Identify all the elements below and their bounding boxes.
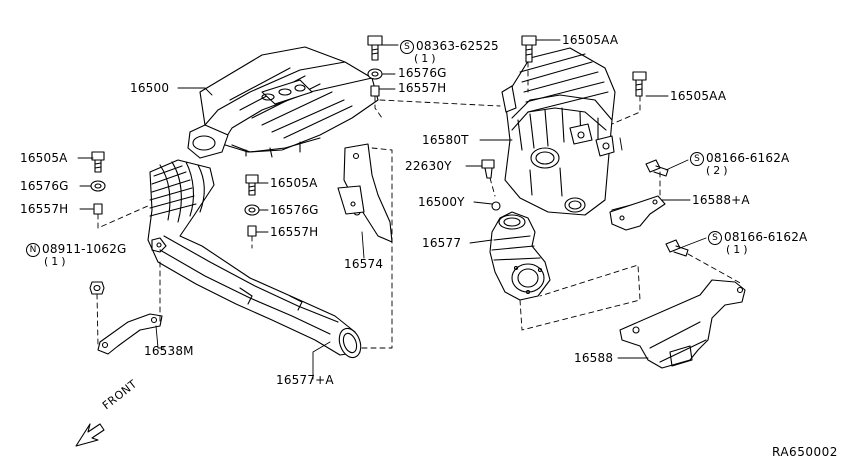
label-16505a-mid: 16505A: [270, 176, 318, 190]
s-symbol-icon: S: [708, 231, 722, 245]
label-08363-text: 08363-62525: [416, 39, 499, 53]
label-16588: 16588: [574, 351, 614, 365]
air-duct-drawing: [147, 159, 362, 359]
label-16557h-top: 16557H: [398, 81, 447, 95]
label-16557h-left: 16557H: [20, 202, 69, 216]
n-symbol-icon: N: [26, 243, 40, 257]
label-16505aa-right: 16505AA: [670, 89, 727, 103]
label-16576g-left: 16576G: [20, 179, 69, 193]
label-16500y: 16500Y: [418, 195, 465, 209]
label-16574: 16574: [344, 257, 384, 271]
label-22630y: 22630Y: [405, 159, 452, 173]
bracket-16588a-drawing: [609, 195, 666, 231]
hose-16577-drawing: [489, 211, 551, 301]
air-cleaner-cover-drawing: [187, 46, 379, 159]
label-16505aa-top: 16505AA: [562, 33, 619, 47]
bracket-16538m-drawing: [97, 313, 163, 355]
label-16538m: 16538M: [144, 344, 194, 358]
diagram-code: RA650002: [772, 445, 838, 459]
label-16580t: 16580T: [422, 133, 469, 147]
label-08911-qty: (1): [44, 255, 69, 268]
leader-lines: [77, 39, 707, 380]
air-cleaner-case-drawing: [501, 47, 641, 227]
fasteners-drawing: [89, 35, 689, 295]
label-16577a: 16577+A: [276, 373, 334, 387]
label-16500: 16500: [130, 81, 170, 95]
bracket-16588-drawing: [619, 279, 746, 369]
label-08166-b-qty: (1): [726, 243, 751, 256]
front-arrow-icon: [75, 423, 105, 447]
assembly-lines: [96, 61, 743, 349]
label-16576g-top: 16576G: [398, 66, 447, 80]
label-08166-a-text: 08166-6162A: [706, 151, 790, 165]
label-16577: 16577: [422, 236, 462, 250]
label-16576g-mid: 16576G: [270, 203, 319, 217]
label-08166-b-text: 08166-6162A: [724, 230, 808, 244]
label-08911-text: 08911-1062G: [42, 242, 127, 256]
label-16557h-mid: 16557H: [270, 225, 319, 239]
label-16588a: 16588+A: [692, 193, 750, 207]
label-08166-a-qty: (2): [706, 164, 731, 177]
s-symbol-icon: S: [400, 40, 414, 54]
label-08363-qty: (1): [414, 52, 439, 65]
bracket-16574-drawing: [337, 143, 393, 243]
s-symbol-icon: S: [690, 152, 704, 166]
label-16505a-left: 16505A: [20, 151, 68, 165]
